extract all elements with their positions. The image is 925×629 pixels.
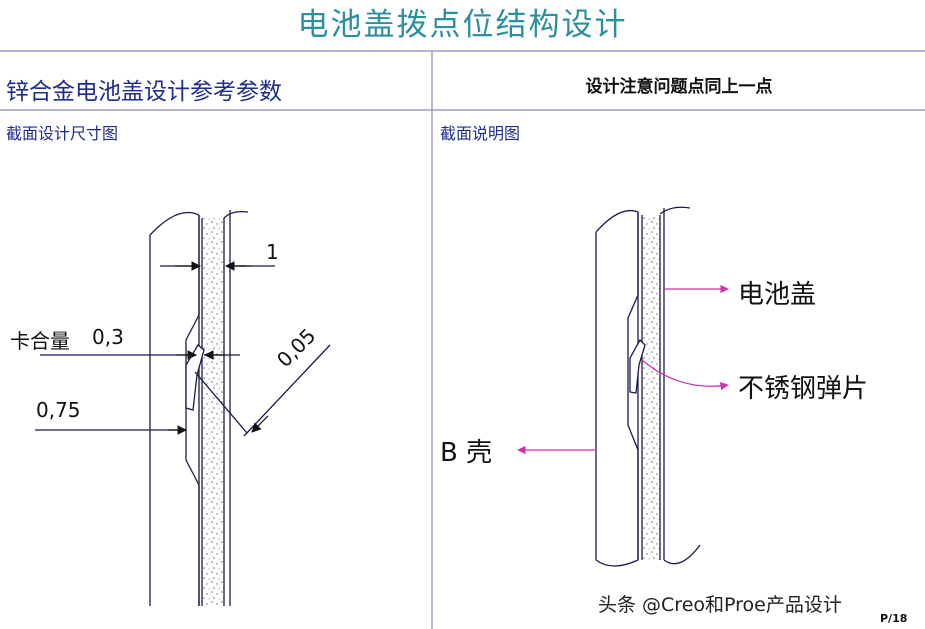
right-heading: 设计注意问题点同上一点 xyxy=(585,77,773,97)
right-subheading: 截面说明图 xyxy=(440,124,521,143)
label-steel-spring: 不锈钢弹片 xyxy=(738,374,869,404)
left-section-drawing xyxy=(35,210,331,606)
left-dimension-arrows xyxy=(168,261,269,435)
frame xyxy=(0,50,925,629)
label-b-shell: B 壳 xyxy=(440,438,493,468)
slide-title: 电池盖拨点位结构设计 xyxy=(297,7,628,43)
page-number: P/18 xyxy=(880,612,908,625)
left-subheading: 截面设计尺寸图 xyxy=(6,124,119,143)
dim-engage-value: 0,3 xyxy=(92,325,124,349)
left-heading: 锌合金电池盖设计参考参数 xyxy=(6,79,282,105)
dim-engage-label: 卡合量 xyxy=(10,329,70,353)
dim-wall-thickness: 1 xyxy=(266,240,279,264)
right-section-drawing xyxy=(595,206,701,567)
right-leaders xyxy=(517,284,729,455)
label-battery-cover: 电池盖 xyxy=(738,280,817,310)
watermark-text: 头条 @Creo和Proe产品设计 xyxy=(598,594,842,616)
dim-depth-value: 0,75 xyxy=(36,398,81,422)
